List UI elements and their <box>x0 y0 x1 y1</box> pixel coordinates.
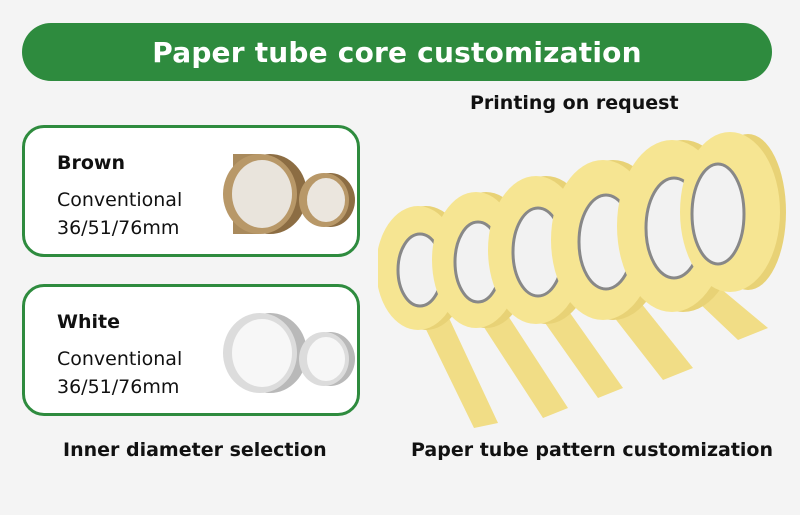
card-desc-line: Conventional <box>57 189 183 211</box>
card-description: Conventional 36/51/76mm <box>57 345 182 401</box>
brown-cores-image <box>223 154 355 234</box>
title-banner: Paper tube core customization <box>22 23 772 81</box>
pattern-customization-label: Paper tube pattern customization <box>411 439 774 461</box>
card-name: White <box>57 311 120 333</box>
card-desc-line: Conventional <box>57 348 183 370</box>
card-brown: Brown Conventional 36/51/76mm <box>22 125 360 257</box>
card-description: Conventional 36/51/76mm <box>57 186 182 242</box>
printing-label: Printing on request <box>470 92 679 114</box>
card-desc-line: 36/51/76mm <box>57 217 180 239</box>
tape-rolls-image <box>378 132 786 428</box>
banner-title: Paper tube core customization <box>152 35 642 69</box>
white-cores-image <box>223 313 355 393</box>
card-desc-line: 36/51/76mm <box>57 376 180 398</box>
inner-diameter-label: Inner diameter selection <box>63 439 327 461</box>
card-name: Brown <box>57 152 125 174</box>
card-white: White Conventional 36/51/76mm <box>22 284 360 416</box>
